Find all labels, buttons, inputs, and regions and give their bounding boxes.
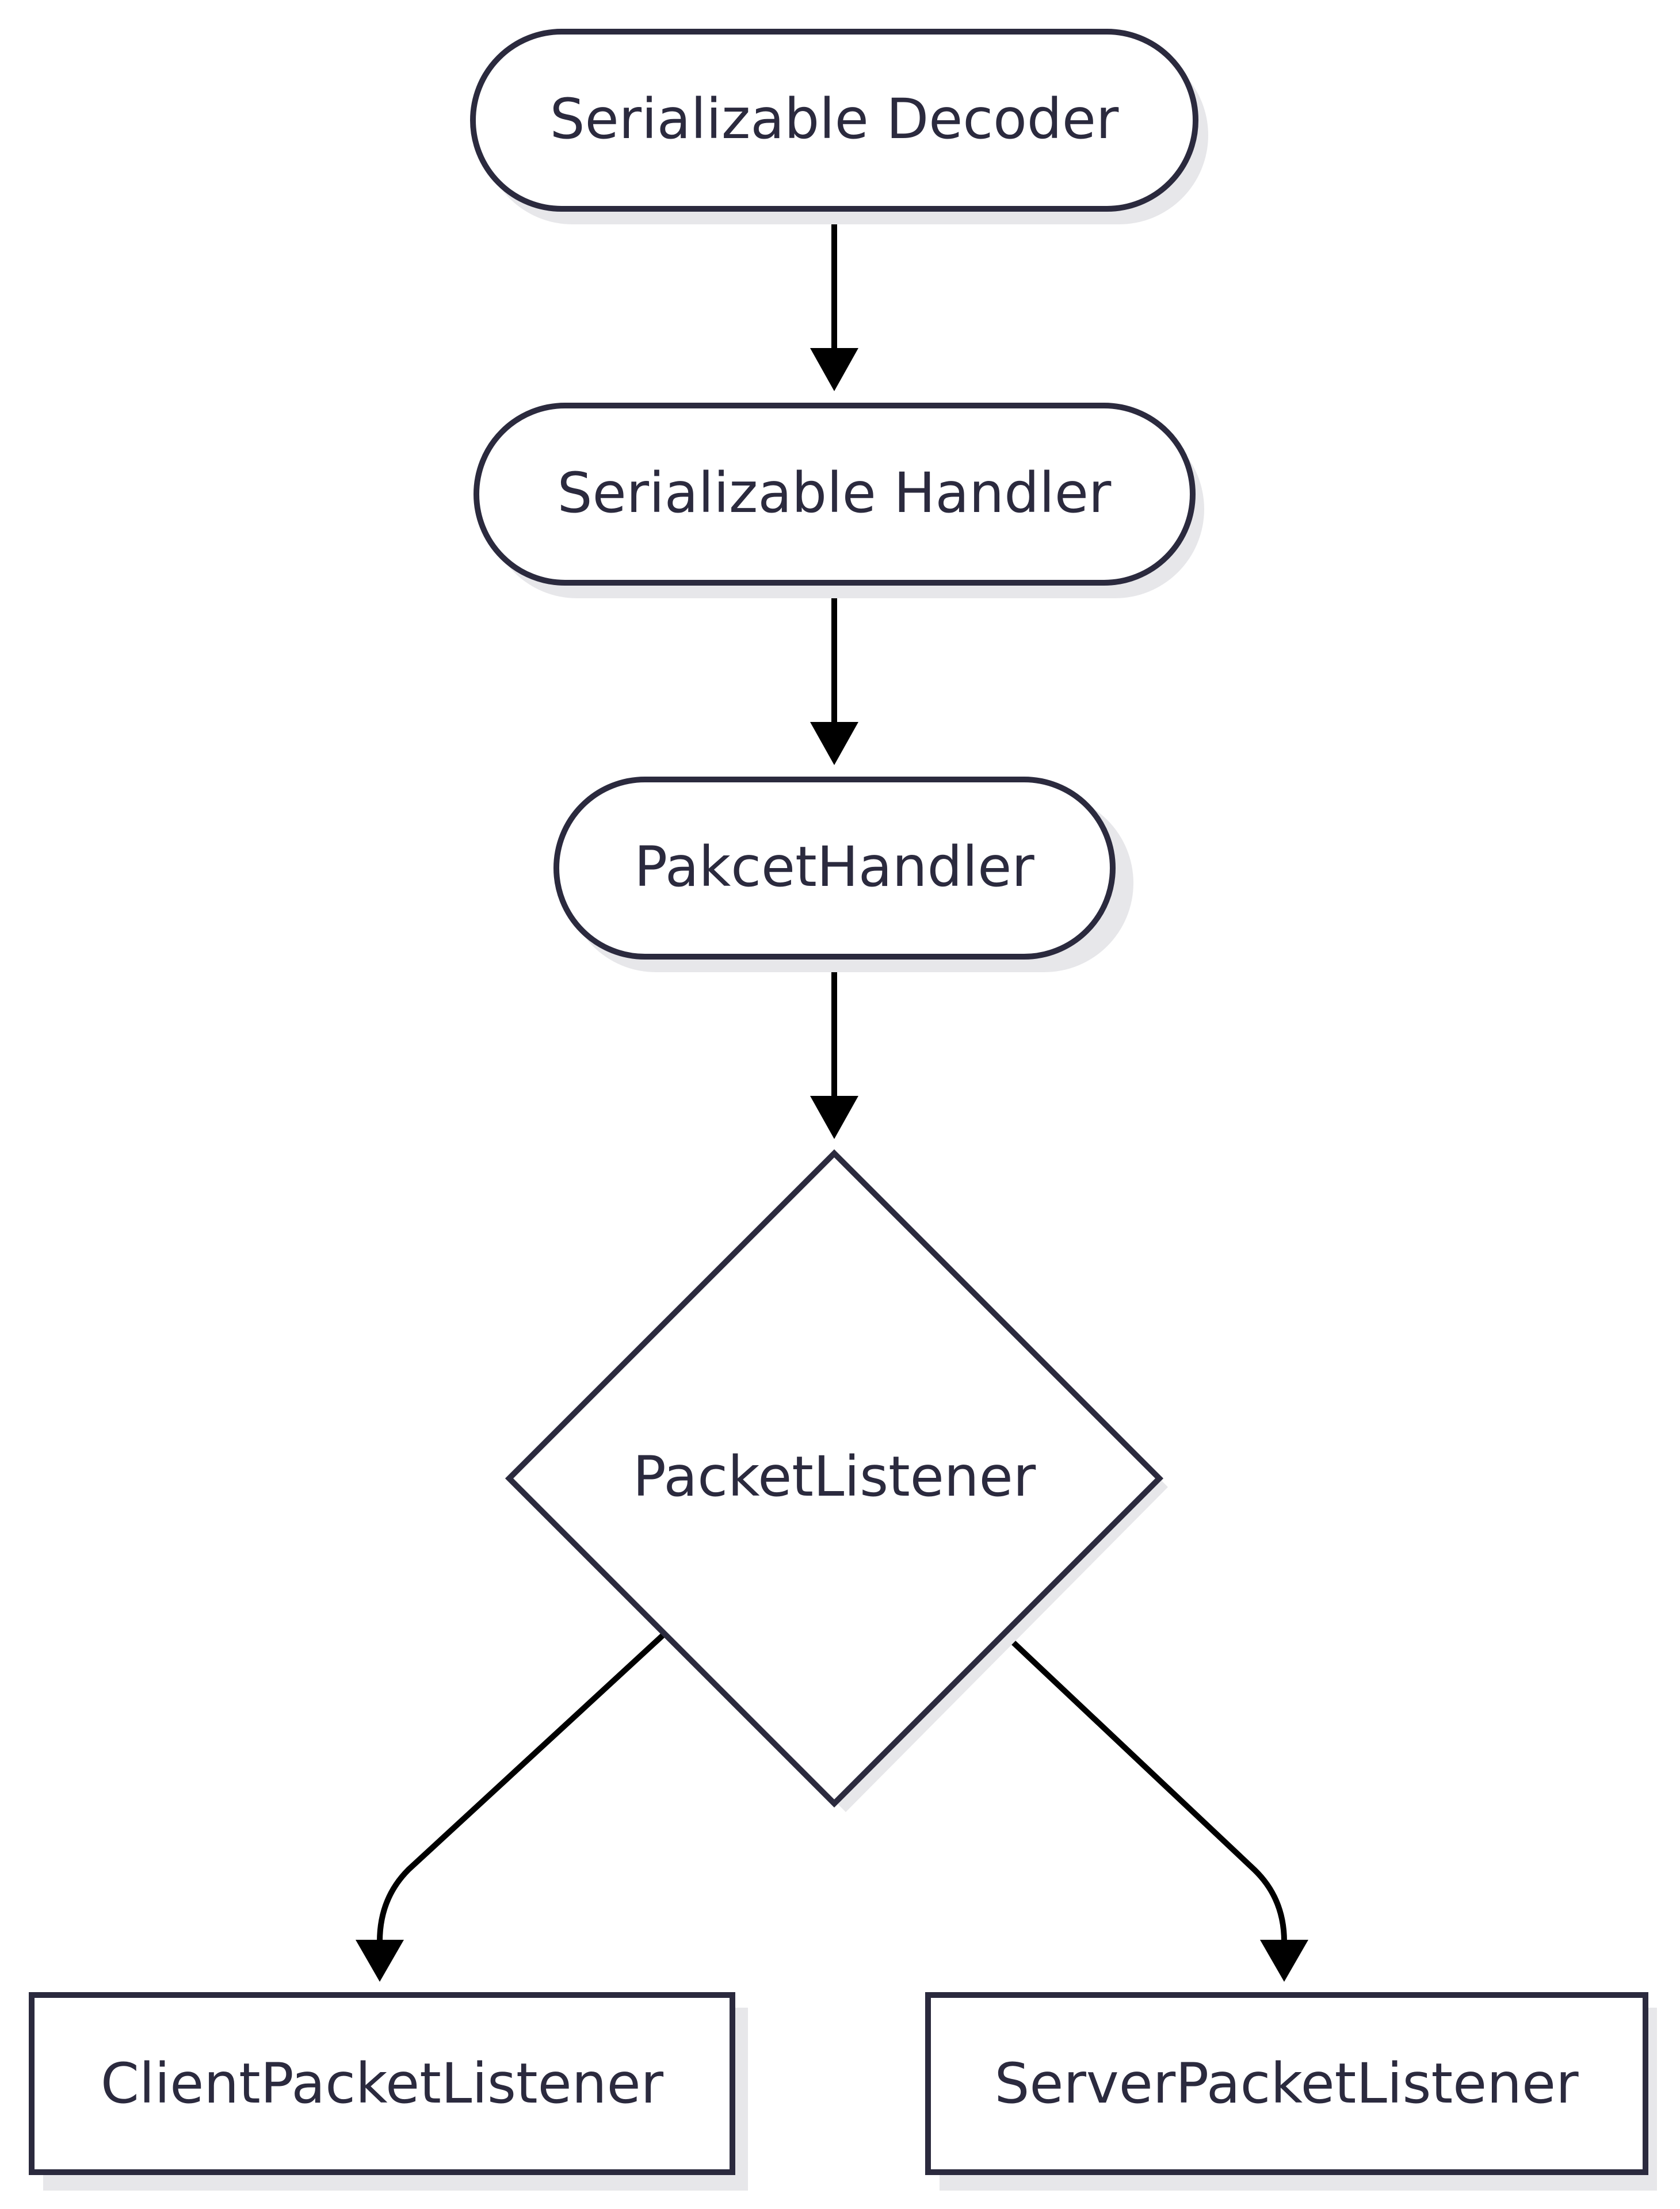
node-serializable-decoder: Serializable Decoder [470, 29, 1208, 224]
node-stadium-shape [470, 29, 1198, 212]
node-rect-shape [925, 1992, 1648, 2175]
node-serializable-handler: Serializable Handler [474, 403, 1204, 598]
node-label-serializable-decoder: Serializable Decoder [550, 87, 1119, 151]
node-label-serializable-handler: Serializable Handler [558, 461, 1112, 525]
node-packet-handler: PakcetHandler [553, 777, 1133, 972]
node-server-packet-listener: ServerPacketListener [925, 1992, 1657, 2191]
edge-listener-to-server [1002, 1631, 1287, 1944]
node-label-packet-handler: PakcetHandler [634, 835, 1034, 899]
arrowhead-handler-to-packethandler [810, 722, 858, 765]
node-stadium-shape [474, 403, 1196, 586]
node-label-server-packet-listener: ServerPacketListener [994, 2051, 1579, 2116]
node-client-packet-listener: ClientPacketListener [29, 1992, 748, 2191]
node-stadium-shape [553, 777, 1116, 960]
edges [356, 210, 1308, 1982]
arrowhead-decoder-to-handler [810, 348, 858, 391]
node-packet-listener: PacketListener [505, 1149, 1168, 1812]
node-rect-shape [29, 1992, 735, 2175]
arrowhead-listener-to-client [356, 1940, 404, 1982]
node-diamond-shape [505, 1149, 1164, 1808]
arrowhead-listener-to-server [1260, 1940, 1308, 1982]
node-label-packet-listener: PacketListener [633, 1444, 1036, 1509]
edge-listener-to-client [377, 1631, 667, 1944]
node-label-client-packet-listener: ClientPacketListener [101, 2051, 664, 2116]
arrowhead-packethandler-to-listener [810, 1096, 858, 1139]
